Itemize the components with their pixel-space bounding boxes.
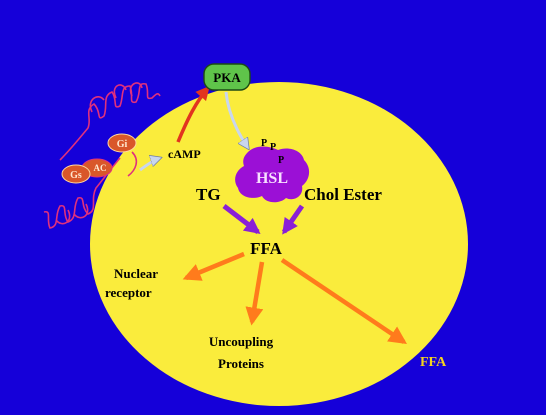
chol-to-ffa-arrow <box>281 204 305 235</box>
phospho-2: P <box>270 142 276 153</box>
pka-box <box>203 63 251 91</box>
gs-protein <box>61 164 91 184</box>
hsl-label: HSL <box>256 170 288 187</box>
proteins-label: Proteins <box>218 356 264 371</box>
hsl-blob <box>235 146 310 203</box>
camp-label: cAMP <box>168 147 201 161</box>
receptor-squiggle-top <box>59 82 161 161</box>
receptor-label: receptor <box>105 285 152 300</box>
uncoupling-label: Uncoupling <box>209 334 274 349</box>
phospho-3: P <box>278 155 284 166</box>
chol-ester-label: Chol Ester <box>304 185 382 204</box>
tg-to-ffa-arrow <box>222 204 261 234</box>
pka-to-hsl-arrow <box>224 91 248 148</box>
receptor-squiggle-bottom <box>43 151 138 229</box>
ffa-center-label: FFA <box>250 239 283 258</box>
pka-label: PKA <box>213 70 241 85</box>
ac-label: AC <box>94 163 107 173</box>
ffa-outside-label: FFA <box>420 355 447 370</box>
phospho-1: P <box>261 138 267 149</box>
ac-to-camp-arrow <box>139 158 160 172</box>
tg-label: TG <box>196 185 221 204</box>
cell-body <box>90 82 468 406</box>
ffa-to-outside-arrow <box>280 258 407 345</box>
ffa-to-nuclear-arrow <box>182 251 245 281</box>
gi-protein <box>107 133 137 153</box>
nuclear-label: Nuclear <box>114 266 158 281</box>
ffa-to-uncoupling-arrow <box>245 261 265 326</box>
camp-to-pka-arrow <box>176 85 210 143</box>
gs-label: Gs <box>70 170 82 181</box>
gi-label: Gi <box>117 139 128 150</box>
